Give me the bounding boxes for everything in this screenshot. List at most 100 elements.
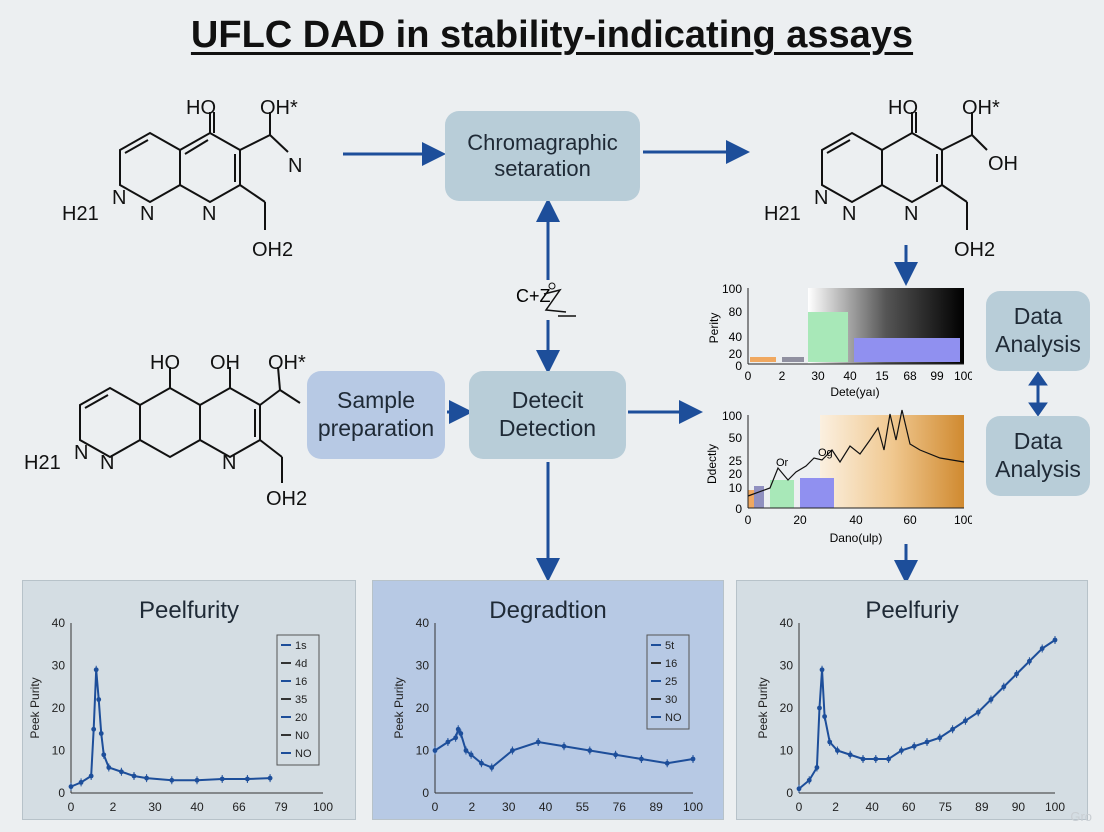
legend-label: NO [665,712,682,724]
chart-xtick: 0 [796,800,803,814]
mol2-oh: OH* [268,352,306,374]
chart-point [96,697,102,702]
mini2-ytick-4: 10 [729,481,743,495]
mol2-oh2: OH2 [266,488,307,510]
chart-point [690,756,696,762]
chart-point [267,775,273,781]
chart-point [975,709,981,715]
chart-point [535,739,541,745]
mini1-xlabel: Dete(yaı) [830,385,879,399]
mini1-xtick-4: 15 [875,369,889,383]
chart-ylabel: Peek Purity [28,677,42,738]
chart-xtick: 2 [110,800,117,814]
chart-ytick: 20 [416,701,430,715]
mol3-oh: OH [988,153,1018,175]
mini2-ytick-0: 100 [722,409,742,423]
chart-point [911,743,917,749]
reagent-label: C+Z [516,286,551,306]
mini2-bar-4 [800,478,834,508]
chart-point [131,773,137,779]
panel2-title: Degradtion [489,597,607,624]
molecule-2: HO OH OH* H21 N N N OH2 [24,352,307,510]
chart-ylabel: Peek Purity [756,677,770,738]
chart-point [822,714,827,719]
chart-xtick: 100 [313,800,333,814]
chart-xtick: 40 [539,800,553,814]
chart-legend [646,634,690,730]
chart-point [796,786,802,792]
chart-ytick: 0 [422,786,429,800]
chart-point [806,777,812,783]
chart-xtick: 40 [865,800,879,814]
mol2-n4: N [222,452,236,474]
mini2-ytick-3: 20 [729,467,743,481]
chart-point [169,777,175,783]
legend-label: 20 [295,712,307,724]
chart-point [1039,646,1045,651]
mini2-xtick-2: 40 [849,513,863,527]
legend-label: 30 [665,694,677,706]
chart-point [561,743,567,749]
mini2-ytick-2: 25 [729,454,743,468]
chart-point [817,705,822,711]
chart-point [639,756,644,762]
mini1-xtick-6: 99 [930,369,944,383]
chart-point [587,748,593,753]
mini2-heat-background [820,415,964,508]
mol3-oh2: OH2 [954,239,995,261]
chromatographic-separation-box: Chromagraphic setaration [445,111,640,201]
chart-xtick: 55 [576,800,590,814]
chart-ytick: 40 [780,616,794,630]
chart-xtick: 79 [274,800,288,814]
chart-ytick: 0 [58,786,65,800]
mini2-xtick-3: 60 [903,513,917,527]
chart-xtick: 2 [469,800,476,814]
mol2-ho: HO [150,352,180,374]
mol3-n3: N [842,203,856,225]
chart-ytick: 30 [52,659,66,673]
mini2-xtick-4: 100 [954,513,972,527]
chart-point [479,760,484,766]
mini1-xtick-0: 0 [745,369,752,383]
chart-ytick: 20 [52,701,66,715]
chart-series-line [798,639,1056,790]
chart-xtick: 0 [432,800,439,814]
mini1-ytick-4: 0 [735,359,742,373]
mol3-n4: N [904,203,918,225]
chart-point [873,756,879,762]
chart-xtick: 0 [68,800,75,814]
mini1-bar-3 [808,312,848,362]
chart-xtick: 30 [148,800,162,814]
mini1-ytick-3: 20 [729,347,743,361]
chart-xtick: 89 [975,800,989,814]
chart-point [847,752,853,758]
data-analysis-box-2: Data Analysis [986,416,1090,496]
mini2-ylabel: Ddectly [705,444,719,484]
mol1-n4: N [202,203,216,225]
panel1-title: Peelfurity [138,597,240,624]
mini2-ytick-5: 0 [735,502,742,516]
chart-ylabel: Peek Purity [392,677,406,738]
legend-label: 25 [665,676,677,688]
chart-point [98,731,104,736]
chart-point [899,748,904,753]
mini1-bar-2 [782,357,804,362]
mini1-ylabel: Perity [707,313,721,344]
mol1-n2: N [112,187,126,209]
chart-point [489,765,495,770]
mol1-n3: N [140,203,154,225]
mol1-h21: H21 [62,203,99,225]
chart-point [93,667,99,673]
legend-label: 16 [295,676,307,688]
chart-point [453,735,459,741]
legend-label: 5t [665,640,674,652]
chart-point [937,735,943,741]
mini2-ytick-1: 50 [729,431,743,445]
chart-point [924,739,930,745]
chart-ytick: 0 [786,786,793,800]
legend-label: 4d [295,658,307,670]
